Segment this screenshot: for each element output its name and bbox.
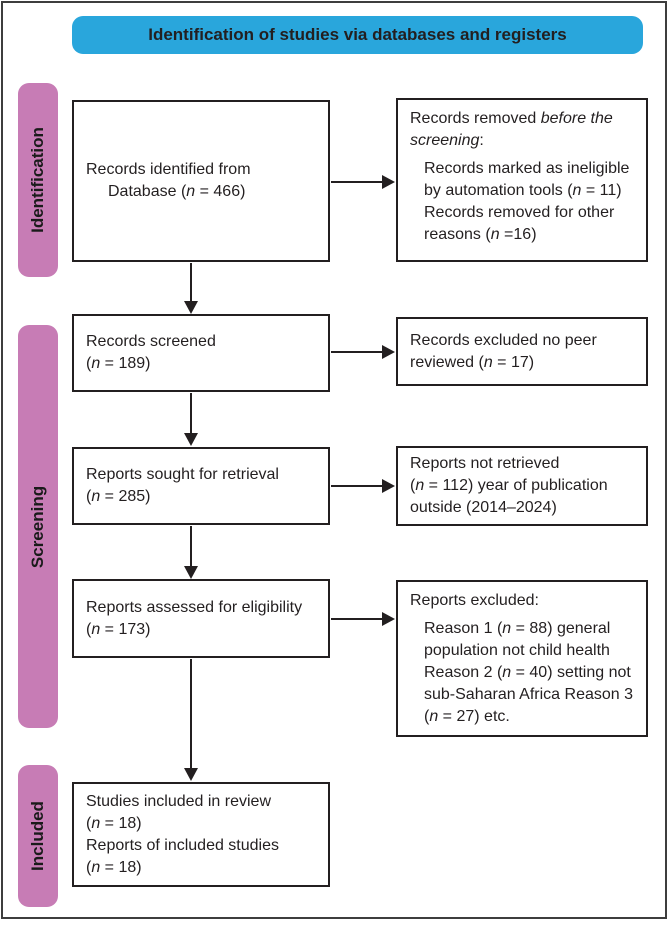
arrow-screened-to-excluded (331, 345, 395, 359)
stage-bar-included: Included (18, 765, 58, 907)
arrow-sought-to-assessed (184, 526, 198, 579)
arrow-identified-to-removed (331, 175, 395, 189)
arrow-screened-to-sought (184, 393, 198, 446)
box-reports-not-retrieved: Reports not retrieved(n = 112) year of p… (396, 446, 648, 526)
arrow-assessed-to-reports-excluded (331, 612, 395, 626)
arrow-identified-to-screened (184, 263, 198, 314)
stage-label-screening: Screening (28, 485, 48, 568)
stage-label-included: Included (28, 801, 47, 871)
box-reports-assessed: Reports assessed for eligibility(n = 173… (72, 579, 330, 658)
box-records-screened: Records screened(n = 189) (72, 314, 330, 392)
box-studies-included: Studies included in review(n = 18)Report… (72, 782, 330, 887)
stage-bar-screening: Screening (18, 325, 58, 728)
stage-label-identification: Identification (28, 127, 47, 233)
arrow-assessed-to-included (184, 659, 198, 781)
banner-title: Identification of studies via databases … (72, 16, 643, 54)
stage-bar-identification: Identification (18, 83, 58, 277)
box-reports-excluded: Reports excluded:Reason 1 (n = 88) gener… (396, 580, 648, 737)
arrow-sought-to-not-retrieved (331, 479, 395, 493)
box-reports-sought: Reports sought for retrieval(n = 285) (72, 447, 330, 525)
